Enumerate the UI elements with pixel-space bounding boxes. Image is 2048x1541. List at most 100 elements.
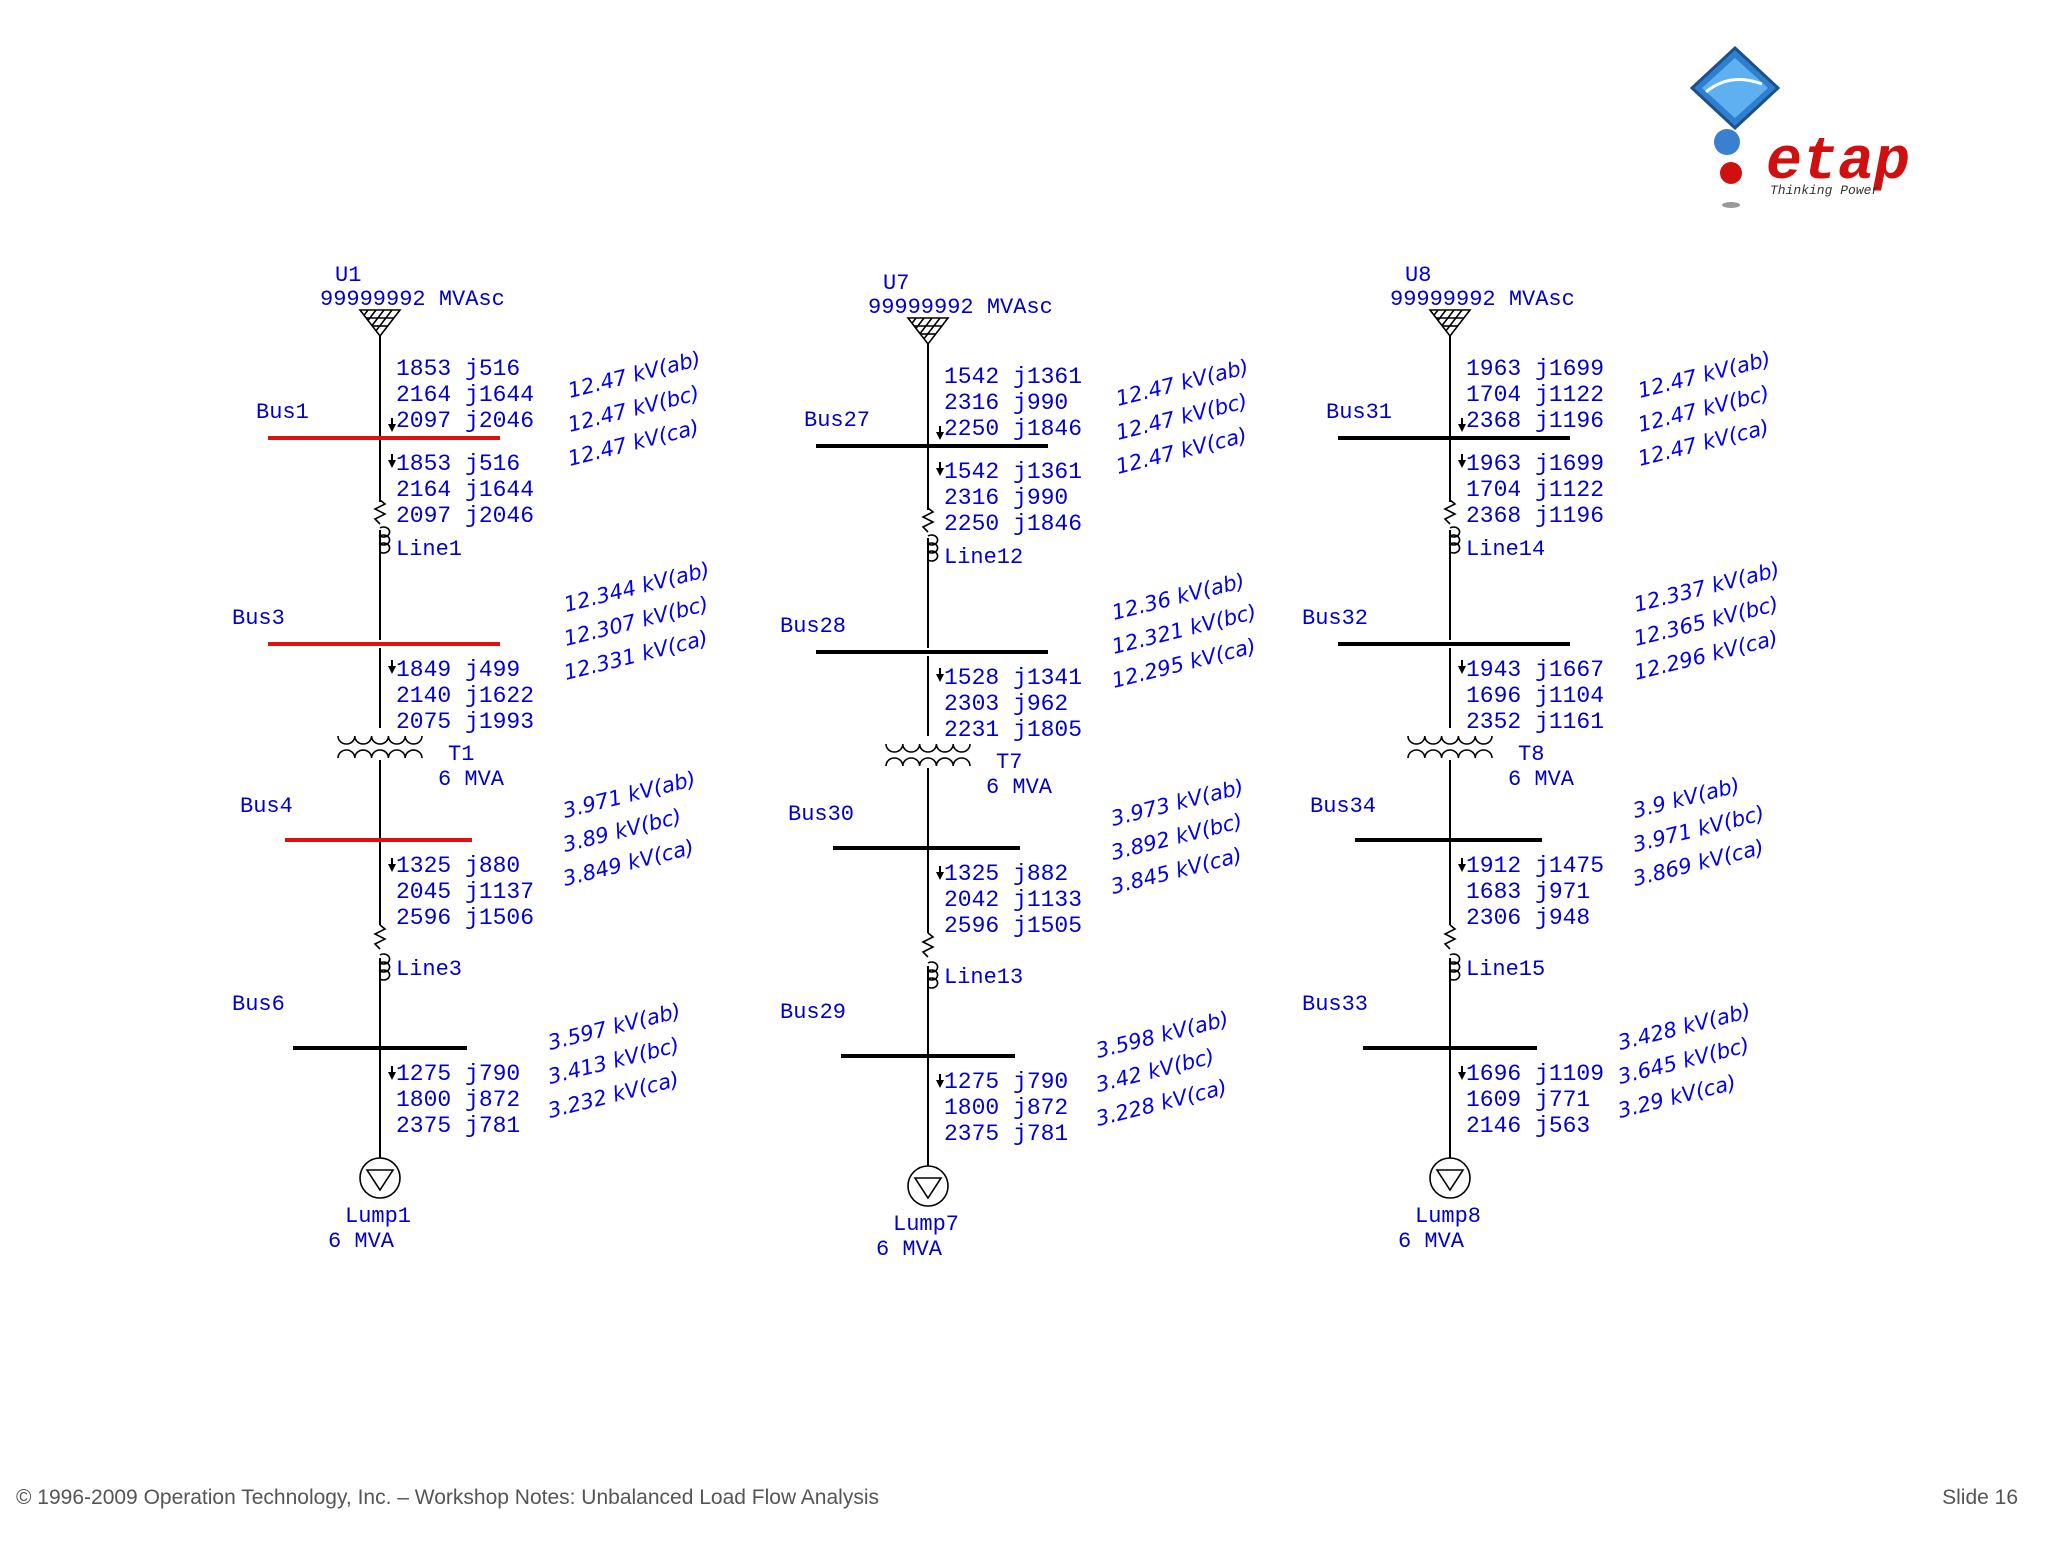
flow-d-1: 1800 j872 — [944, 1095, 1068, 1121]
utility-name: U8 — [1405, 263, 1431, 288]
utility-hatch — [1445, 309, 1463, 332]
flow-in-1: 2164 j1644 — [396, 382, 534, 408]
flow-in-0: 1963 j1699 — [1466, 356, 1604, 382]
bus-b-name: Bus3 — [232, 606, 285, 631]
lumped-load-triangle — [913, 1177, 943, 1200]
logo-tagline-text: Thinking Power — [1770, 183, 1879, 198]
line-resistor-symbol — [373, 924, 387, 950]
bus-c-name: Bus34 — [1310, 794, 1376, 819]
flow-b-0: 1849 j499 — [396, 657, 520, 683]
flow-d-2: 2146 j563 — [1466, 1113, 1590, 1139]
bus-d-name: Bus6 — [232, 992, 285, 1017]
flow-arrow-head — [936, 872, 944, 880]
flow-in-1: 2316 j990 — [944, 390, 1068, 416]
flow-in-2: 2250 j1846 — [944, 416, 1082, 442]
flow-arrow-head — [1458, 864, 1466, 872]
flow-arrow-head — [388, 460, 396, 468]
flow-out-a-2: 2368 j1196 — [1466, 503, 1604, 529]
line2-name: Line13 — [944, 965, 1023, 990]
load-rating: 6 MVA — [1398, 1229, 1465, 1254]
flow-out-a-2: 2097 j2046 — [396, 503, 534, 529]
flow-c-0: 1325 j882 — [944, 861, 1068, 887]
transformer-primary-winding — [337, 735, 423, 745]
flow-c-1: 1683 j971 — [1466, 879, 1590, 905]
load-rating: 6 MVA — [328, 1229, 395, 1254]
bus-a-name: Bus31 — [1326, 400, 1392, 425]
utility-rating: 99999992 MVAsc — [868, 295, 1053, 320]
transformer-secondary-winding — [337, 749, 423, 759]
line2-name: Line15 — [1466, 957, 1545, 982]
flow-c-0: 1912 j1475 — [1466, 853, 1604, 879]
flow-b-0: 1528 j1341 — [944, 665, 1082, 691]
utility-name: U1 — [335, 263, 361, 288]
utility-source-symbol — [1428, 309, 1472, 338]
line1-name: Line1 — [396, 537, 462, 562]
lumped-load-circle — [1429, 1157, 1471, 1199]
transformer-primary-winding — [1407, 735, 1493, 745]
flow-in-2: 2368 j1196 — [1466, 408, 1604, 434]
utility-hatch — [1433, 309, 1439, 316]
logo-brand-text: etap — [1766, 129, 1910, 197]
bus-a-name: Bus27 — [804, 408, 870, 433]
utility-source-symbol — [358, 309, 402, 338]
flow-c-1: 2042 j1133 — [944, 887, 1082, 913]
flow-c-2: 2306 j948 — [1466, 905, 1590, 931]
flow-in-0: 1542 j1361 — [944, 364, 1082, 390]
flow-out-a-1: 2316 j990 — [944, 485, 1068, 511]
line-inductor-symbol — [1448, 953, 1461, 981]
line-resistor-symbol — [1443, 499, 1457, 525]
flow-out-a-0: 1853 j516 — [396, 451, 520, 477]
line-inductor-symbol — [378, 953, 391, 981]
line1-name: Line14 — [1466, 537, 1545, 562]
line-inductor-symbol — [926, 961, 939, 989]
flow-arrow-head — [388, 666, 396, 674]
bus-d-name: Bus29 — [780, 1000, 846, 1025]
line-resistor-symbol — [1443, 924, 1457, 950]
flow-arrow-head — [936, 468, 944, 476]
flow-arrow-head — [1458, 666, 1466, 674]
utility-source-symbol — [906, 317, 950, 346]
flow-in-0: 1853 j516 — [396, 356, 520, 382]
flow-b-1: 2303 j962 — [944, 691, 1068, 717]
line-resistor-symbol — [921, 932, 935, 958]
line-resistor-symbol — [373, 499, 387, 525]
utility-rating: 99999992 MVAsc — [1390, 287, 1575, 312]
line-inductor-symbol — [378, 526, 391, 554]
bus-a-name: Bus1 — [256, 400, 309, 425]
flow-c-2: 2596 j1505 — [944, 913, 1082, 939]
flow-b-0: 1943 j1667 — [1466, 657, 1604, 683]
flow-arrow-head — [1458, 424, 1466, 432]
flow-in-1: 1704 j1122 — [1466, 382, 1604, 408]
transformer-primary-winding — [885, 743, 971, 753]
line-inductor-symbol — [1448, 526, 1461, 554]
transformer-name: T8 — [1518, 742, 1544, 767]
load-name: Lump8 — [1415, 1204, 1481, 1229]
load-name: Lump7 — [893, 1212, 959, 1237]
bus-c-name: Bus30 — [788, 802, 854, 827]
bus-c-name: Bus4 — [240, 794, 293, 819]
flow-out-a-1: 2164 j1644 — [396, 477, 534, 503]
flow-d-0: 1275 j790 — [396, 1061, 520, 1087]
flow-arrow-head — [1458, 460, 1466, 468]
flow-arrow-head — [388, 1072, 396, 1080]
transformer-name: T1 — [448, 742, 474, 767]
flow-out-a-0: 1542 j1361 — [944, 459, 1082, 485]
utility-hatch — [923, 317, 941, 340]
lumped-load-circle — [907, 1165, 949, 1207]
flow-c-1: 2045 j1137 — [396, 879, 534, 905]
utility-hatch — [375, 309, 393, 332]
line2-name: Line3 — [396, 957, 462, 982]
load-rating: 6 MVA — [876, 1237, 943, 1262]
flow-d-0: 1275 j790 — [944, 1069, 1068, 1095]
transformer-secondary-winding — [885, 757, 971, 767]
flow-out-a-1: 1704 j1122 — [1466, 477, 1604, 503]
lumped-load-triangle — [1435, 1169, 1465, 1192]
flow-out-a-0: 1963 j1699 — [1466, 451, 1604, 477]
transformer-rating: 6 MVA — [986, 775, 1053, 800]
flow-b-1: 1696 j1104 — [1466, 683, 1604, 709]
